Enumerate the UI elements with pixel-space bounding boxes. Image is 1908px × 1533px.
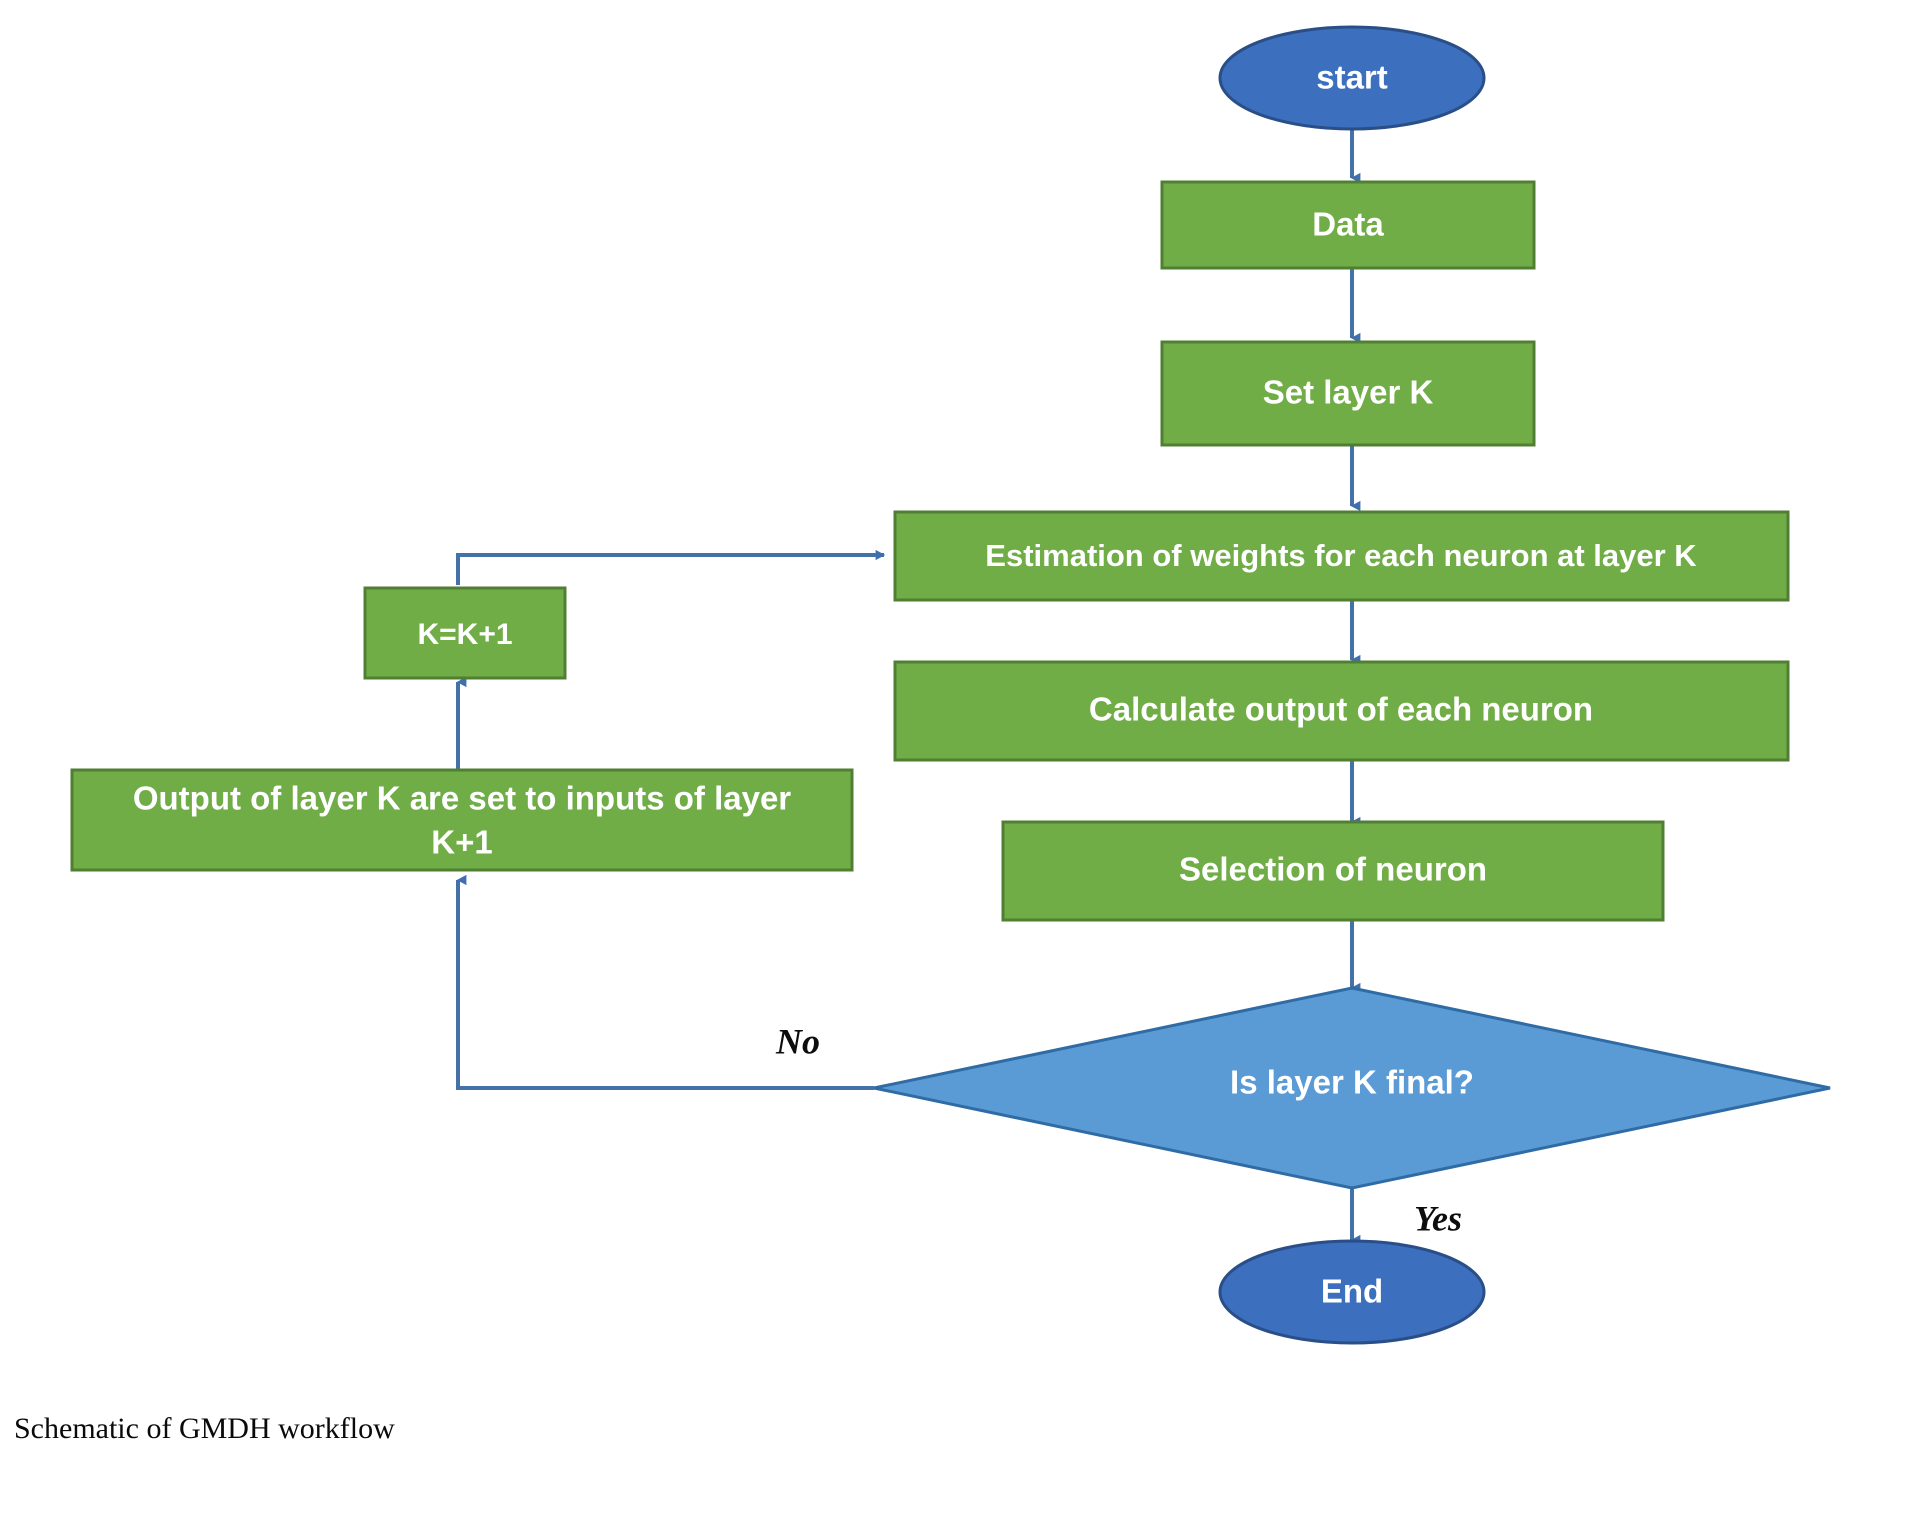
decision-label: Is layer K final? xyxy=(1230,1064,1474,1101)
set-layer-box-shape xyxy=(1160,340,1536,447)
node-estimation-of-weights[interactable]: Estimation of weights for each neuron at… xyxy=(893,510,1790,602)
connector-increment-to-estimation xyxy=(456,549,886,585)
start-ellipse-shape xyxy=(1218,25,1486,131)
node-output-to-inputs[interactable]: Output of layer K are set to inputs of l… xyxy=(70,768,854,872)
output-label-line2: K+1 xyxy=(431,824,492,861)
output-label-line1: Output of layer K are set to inputs of l… xyxy=(133,780,791,817)
end-ellipse-shape xyxy=(1218,1239,1486,1345)
estimation-box-shape xyxy=(893,510,1790,602)
node-end[interactable]: End xyxy=(1218,1239,1486,1345)
data-box-shape xyxy=(1160,180,1536,270)
node-calculate-output[interactable]: Calculate output of each neuron xyxy=(893,660,1790,762)
figure-caption: Schematic of GMDH workflow xyxy=(14,1412,395,1445)
set-layer-label: Set layer K xyxy=(1263,374,1434,411)
node-decision-is-layer-final[interactable]: Is layer K final? xyxy=(873,986,1831,1190)
calculate-label: Calculate output of each neuron xyxy=(1089,691,1593,728)
selection-box-shape xyxy=(1001,820,1665,922)
gmdh-workflow-flowchart: start Data Set layer K Estimation of wei… xyxy=(70,25,1831,1345)
output-box-shape xyxy=(70,768,854,872)
calculate-box-shape xyxy=(893,660,1790,762)
start-label: start xyxy=(1316,59,1388,96)
node-selection-of-neuron[interactable]: Selection of neuron xyxy=(1001,820,1665,922)
edge-label-no: No xyxy=(775,1021,820,1061)
estimation-label: Estimation of weights for each neuron at… xyxy=(985,538,1697,573)
decision-diamond-shape xyxy=(873,986,1831,1190)
data-label: Data xyxy=(1312,206,1384,243)
node-start[interactable]: start xyxy=(1218,25,1486,131)
increment-label: K=K+1 xyxy=(417,618,512,651)
edge-label-yes: Yes xyxy=(1414,1198,1462,1238)
end-label: End xyxy=(1321,1273,1383,1310)
selection-label: Selection of neuron xyxy=(1179,851,1487,888)
increment-box-shape xyxy=(363,586,567,680)
node-data[interactable]: Data xyxy=(1160,180,1536,270)
node-increment-k[interactable]: K=K+1 xyxy=(363,586,567,680)
connector-decision-no-to-output-box xyxy=(456,874,874,1090)
node-set-layer-k[interactable]: Set layer K xyxy=(1160,340,1536,447)
